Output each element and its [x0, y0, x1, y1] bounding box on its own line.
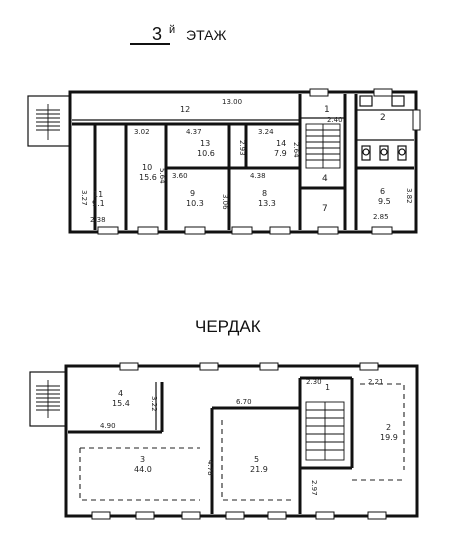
attic-room-5-num: 5: [254, 455, 259, 464]
attic-interior-stair: [305, 401, 345, 461]
floor3-exterior-stair-treads: [36, 104, 60, 140]
attic-title: ЧЕРДАК: [195, 317, 261, 336]
dim-2-64: 2.64: [292, 142, 300, 158]
room-4-num: 4: [322, 174, 328, 184]
floor3-outer-wall: [68, 90, 418, 234]
floor3-title-number: 3: [152, 24, 162, 44]
attic-dim-4-90: 4.90: [100, 422, 116, 430]
floor3-windows-top: [309, 88, 393, 97]
dim-3-60: 3.60: [172, 172, 188, 180]
room-12-num: 12: [180, 105, 190, 114]
attic-windows-bottom: [91, 511, 387, 520]
dim-13-00: 13.00: [222, 98, 242, 106]
dim-2-38: 2.38: [90, 216, 106, 224]
attic-room-4-area: 15.4: [112, 399, 130, 408]
room-8-area: 13.3: [258, 199, 276, 208]
floor3-title-word: ЭТАЖ: [186, 27, 226, 43]
room-9-area: 10.3: [186, 199, 204, 208]
room-13-area: 10.6: [197, 149, 215, 158]
room-6-num: 6: [380, 187, 385, 196]
attic-exterior-stair-box: [29, 371, 67, 427]
room-1a-num: 1: [324, 105, 330, 115]
room-14-area: 7.9: [274, 149, 287, 158]
floor3-windows-bottom: [97, 226, 393, 235]
dim-3-02: 3.02: [134, 128, 150, 136]
dim-3-06: 3.06: [221, 194, 229, 210]
attic-room-5-area: 21.9: [250, 465, 268, 474]
attic-exterior-stair-treads: [36, 380, 60, 418]
room-9-num: 9: [190, 189, 195, 198]
dim-2-40: 2.40: [327, 116, 343, 124]
room-11-num: 11: [93, 190, 103, 199]
dim-5-64: 5.64: [158, 168, 166, 184]
attic-dim-4-78: 4.78: [206, 460, 214, 476]
room-6-area: 9.5: [378, 197, 391, 206]
dim-2-85: 2.85: [373, 213, 389, 221]
room-10-num: 10: [142, 163, 152, 172]
room-7-num: 7: [322, 204, 328, 214]
attic-room-3-num: 3: [140, 455, 145, 464]
floor3-interior-stair: [305, 123, 341, 169]
room-8-num: 8: [262, 189, 267, 198]
dim-3-82: 3.82: [405, 188, 413, 204]
dim-4-37: 4.37: [186, 128, 202, 136]
floor3-window-right: [412, 109, 421, 131]
attic-dim-3-22: 3.22: [150, 396, 158, 412]
room-11-area: 9.1: [92, 199, 105, 208]
dim-4-38: 4.38: [250, 172, 266, 180]
attic-dim-2-30: 2.30: [306, 378, 322, 386]
floor3-title: 3 й ЭТАЖ: [130, 24, 226, 45]
dim-3-24: 3.24: [258, 128, 274, 136]
room-2-num: 2: [380, 113, 386, 123]
attic-room-1-num: 1: [325, 383, 330, 392]
attic-windows-top: [119, 362, 379, 371]
attic-room-2-num: 2: [386, 423, 391, 432]
attic-dim-6-70: 6.70: [236, 398, 252, 406]
attic-dashed-room2: [360, 383, 405, 470]
floor3-plan: 11 9.1 10 15.6 9 10.3 8 13.3 12 13 10.6 …: [27, 88, 421, 235]
attic-dim-2-97: 2.97: [310, 480, 318, 496]
floor3-title-suffix: й: [169, 24, 175, 36]
attic-plan: 4 15.4 3 44.0 5 21.9 1 2 19.9 4.90 3.22 …: [29, 362, 419, 520]
room-13-num: 13: [200, 139, 210, 148]
attic-dashed-room5: [221, 420, 292, 501]
attic-room-4-num: 4: [118, 389, 123, 398]
attic-room-3-area: 44.0: [134, 465, 152, 474]
floor3-sanitary-fixtures: [356, 95, 414, 161]
room-10-area: 15.6: [139, 173, 157, 182]
attic-dim-2-21: 2.21: [368, 378, 384, 386]
attic-room-2-area: 19.9: [380, 433, 398, 442]
dim-3-27: 3.27: [80, 190, 88, 206]
dim-2-93: 2.93: [238, 140, 246, 156]
floor3-exterior-stair-box: [27, 95, 71, 147]
room-14-num: 14: [276, 139, 286, 148]
